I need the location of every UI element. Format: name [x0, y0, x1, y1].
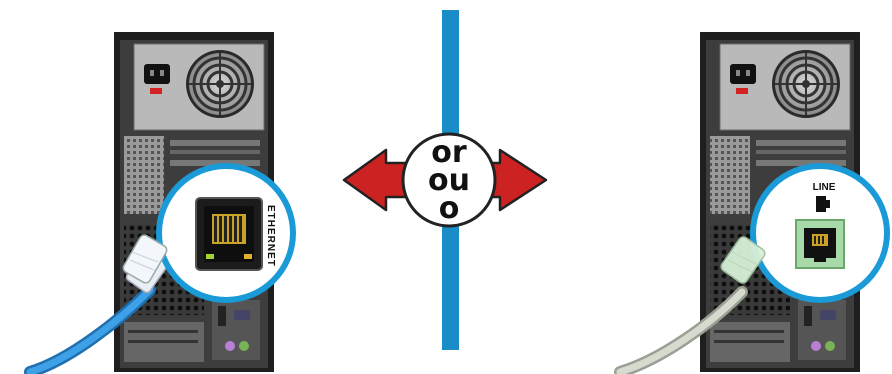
rj45-port-icon: [195, 197, 263, 271]
rj11-port-icon: [795, 219, 845, 269]
power-socket-icon: [144, 64, 170, 94]
phone-line-icon: [816, 196, 830, 212]
line-port-label: LINE: [813, 182, 836, 193]
rj11-plug: [720, 236, 766, 284]
phone-cable: [614, 286, 748, 374]
fan-grille-icon: [772, 50, 840, 118]
phone-line-callout: LINE: [720, 163, 890, 303]
rj45-plug: [122, 234, 168, 284]
or-text-pt: o: [439, 191, 460, 226]
fan-grille-icon: [186, 50, 254, 118]
ethernet-callout: ETHERNET: [122, 163, 296, 303]
ethernet-port-label: ETHERNET: [265, 205, 276, 267]
power-socket-icon: [730, 64, 756, 94]
or-text-en: or: [431, 135, 467, 170]
or-text-fr: ou: [428, 163, 470, 198]
or-badge: or ou o: [401, 132, 497, 228]
